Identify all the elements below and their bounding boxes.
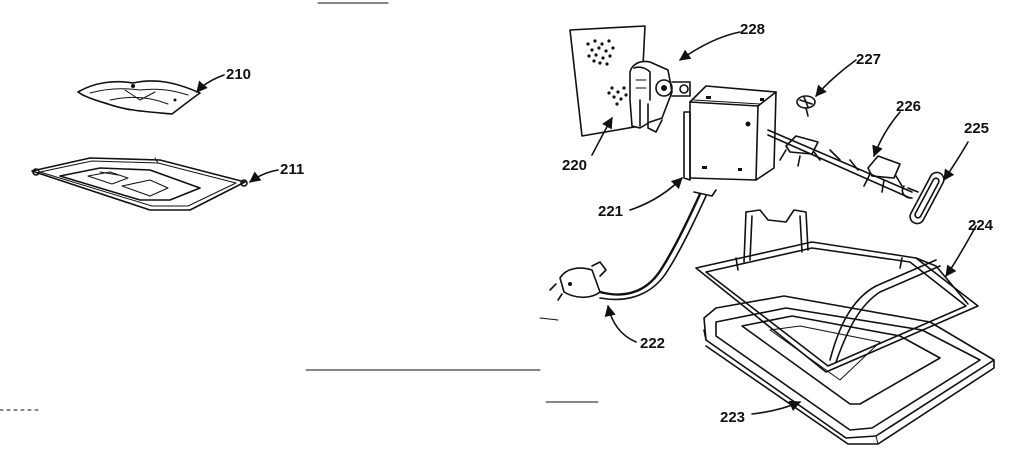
- part-223-pan: [703, 295, 995, 445]
- callout-210: 210: [196, 66, 251, 93]
- callout-221: 221: [598, 177, 683, 220]
- label-222: 222: [640, 335, 665, 352]
- callout-227: 227: [815, 51, 881, 97]
- label-228: 228: [740, 21, 765, 38]
- label-210: 210: [226, 66, 251, 83]
- callout-223: 223: [720, 400, 802, 426]
- part-221-motor: [683, 85, 777, 181]
- part-222-cord: [549, 189, 717, 301]
- label-226: 226: [896, 98, 921, 115]
- part-224-rack: [695, 209, 979, 373]
- scan-marks: [0, 2, 599, 411]
- callout-225: 225: [943, 120, 989, 181]
- label-220: 220: [562, 157, 587, 174]
- label-211: 211: [280, 161, 304, 178]
- part-228-bracket: [629, 60, 691, 133]
- part-226-spit: [767, 129, 913, 199]
- label-224: 224: [968, 217, 994, 234]
- callout-222: 222: [604, 304, 665, 352]
- part-210-cover: [77, 80, 201, 115]
- label-227: 227: [856, 51, 881, 68]
- label-225: 225: [964, 120, 989, 137]
- part-211-pan: [31, 157, 248, 211]
- part-227-screw: [796, 95, 816, 117]
- label-221: 221: [598, 203, 623, 220]
- callout-226: 226: [872, 98, 921, 158]
- part-225-handle: [901, 171, 945, 225]
- callout-220: 220: [562, 117, 613, 174]
- callout-228: 228: [679, 21, 765, 61]
- callout-224: 224: [945, 217, 994, 277]
- label-223: 223: [720, 409, 745, 426]
- callout-211: 211: [249, 161, 304, 183]
